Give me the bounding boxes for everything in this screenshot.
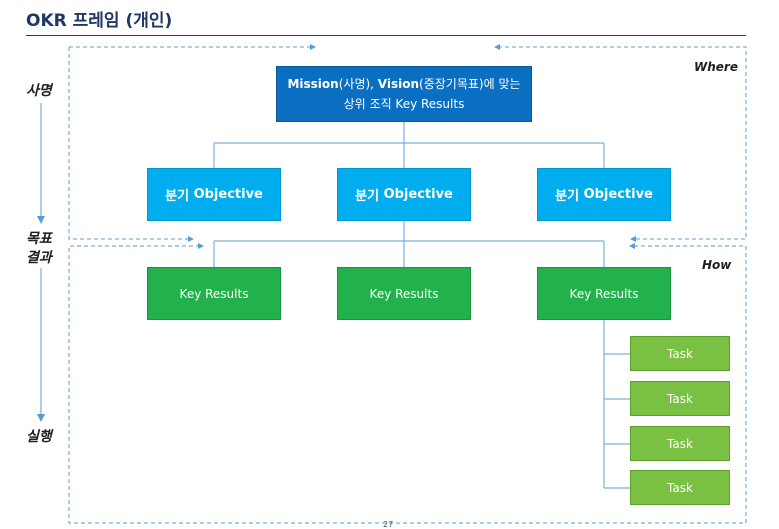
objective-box: 분기 Objective	[337, 168, 471, 221]
objective-prefix: 분기	[355, 189, 380, 204]
task-box: Task	[630, 381, 730, 416]
side-label-mission: 사명	[26, 83, 52, 99]
mission-gloss: (사명),	[338, 77, 378, 91]
objective-box: 분기 Objective	[147, 168, 281, 221]
objective-prefix: 분기	[165, 189, 190, 204]
objective-prefix: 분기	[555, 189, 580, 204]
tree-connectors	[213, 122, 630, 489]
mission-box-line1: Mission(사명), Vision(중장기목표)에 맞는	[287, 74, 520, 94]
side-label-result: 결과	[26, 250, 52, 266]
key-results-box: Key Results	[537, 267, 671, 320]
task-box: Task	[630, 426, 730, 461]
side-label-objective: 목표	[26, 231, 52, 247]
objective-label: Objective	[383, 187, 453, 202]
how-frame	[68, 245, 747, 524]
vision-keyword: Vision	[377, 77, 420, 91]
side-label-execution: 실행	[26, 429, 52, 445]
task-box: Task	[630, 336, 730, 371]
title-divider	[26, 35, 746, 36]
objective-label: Objective	[583, 187, 653, 202]
zone-label-how: How	[702, 258, 732, 272]
page-title: OKR 프레임 (개인)	[26, 11, 173, 31]
mission-box: Mission(사명), Vision(중장기목표)에 맞는 상위 조직 Key…	[276, 66, 532, 122]
task-box: Task	[630, 470, 730, 505]
where-frame	[68, 46, 747, 240]
where-frame-arrows	[188, 44, 636, 242]
key-results-box: Key Results	[147, 267, 281, 320]
page-number: 27	[383, 520, 394, 529]
objective-box: 분기 Objective	[537, 168, 671, 221]
key-results-box: Key Results	[337, 267, 471, 320]
vision-gloss: (중장기목표)에 맞는	[419, 77, 521, 91]
mission-box-line2: 상위 조직 Key Results	[343, 97, 465, 111]
objective-label: Objective	[193, 187, 263, 202]
mission-keyword: Mission	[287, 77, 339, 91]
zone-label-where: Where	[694, 60, 738, 74]
